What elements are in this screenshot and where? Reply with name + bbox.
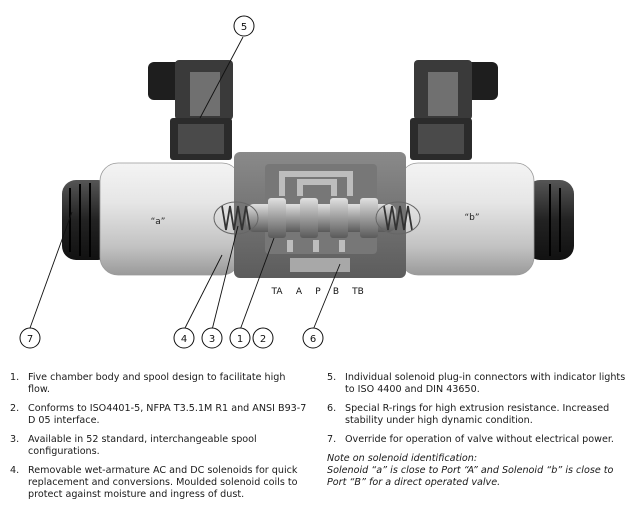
- feature-number: 3.: [10, 434, 20, 445]
- feature-text: Available in 52 standard, interchangeabl…: [28, 434, 257, 457]
- feature-text: Removable wet-armature AC and DC solenoi…: [28, 465, 298, 500]
- feature-number: 5.: [327, 372, 337, 383]
- feature-number: 2.: [10, 403, 20, 414]
- override-cap-left: [62, 180, 112, 260]
- svg-text:6: 6: [310, 334, 316, 345]
- feature-item-1: 1. Five chamber body and spool design to…: [10, 372, 310, 396]
- feature-text: Special R-rings for high extrusion resis…: [345, 403, 610, 426]
- valve-diagram: “a” “b” TA A P B TB 5 7 4 3 1 2 6: [19, 15, 574, 349]
- solenoid-a-label: “a”: [151, 217, 166, 227]
- svg-text:2: 2: [260, 334, 266, 345]
- feature-item-7: 7. Override for operation of valve witho…: [327, 434, 634, 446]
- port-label-a: A: [296, 287, 303, 297]
- spool: [246, 198, 396, 238]
- port-label-tb: TB: [351, 287, 364, 297]
- callout-3: 3: [201, 327, 223, 349]
- feature-item-4: 4. Removable wet-armature AC and DC sole…: [10, 465, 310, 501]
- feature-number: 1.: [10, 372, 20, 383]
- port-label-b: B: [333, 287, 339, 297]
- spring-right: [375, 201, 421, 235]
- feature-item-6: 6. Special R-rings for high extrusion re…: [327, 403, 634, 427]
- solenoid-a: [99, 162, 241, 276]
- callout-5: 5: [233, 15, 255, 37]
- feature-item-5: 5. Individual solenoid plug-in connector…: [327, 372, 634, 396]
- svg-text:5: 5: [241, 22, 247, 33]
- feature-number: 6.: [327, 403, 337, 414]
- override-cap-right: [526, 180, 574, 260]
- feature-number: 7.: [327, 434, 337, 445]
- port-label-ta: TA: [271, 287, 284, 297]
- feature-text: Five chamber body and spool design to fa…: [28, 372, 286, 395]
- feature-text: Override for operation of valve without …: [345, 434, 614, 445]
- callout-1: 1: [229, 327, 251, 349]
- feature-list: 1. Five chamber body and spool design to…: [0, 372, 637, 522]
- feature-text: Individual solenoid plug-in connectors w…: [345, 372, 626, 395]
- callout-4: 4: [173, 327, 195, 349]
- feature-item-3: 3. Available in 52 standard, interchange…: [10, 434, 310, 458]
- feature-item-2: 2. Conforms to ISO4401-5, NFPA T3.5.1M R…: [10, 403, 310, 427]
- svg-text:1: 1: [237, 334, 243, 345]
- solenoid-note: Note on solenoid identification: Solenoi…: [327, 453, 634, 489]
- feature-column-left: 1. Five chamber body and spool design to…: [10, 372, 310, 508]
- port-label-p: P: [315, 287, 321, 297]
- callout-6: 6: [302, 327, 324, 349]
- connector-left: [148, 60, 233, 160]
- svg-text:7: 7: [27, 334, 33, 345]
- connector-right: [410, 60, 498, 160]
- leader-lines: [29, 36, 341, 331]
- feature-number: 4.: [10, 465, 20, 476]
- svg-text:3: 3: [209, 334, 215, 345]
- solenoid-b-label: “b”: [464, 213, 479, 223]
- callout-7: 7: [19, 327, 41, 349]
- note-title: Note on solenoid identification:: [327, 453, 478, 464]
- feature-column-right: 5. Individual solenoid plug-in connector…: [327, 372, 634, 489]
- note-body: Solenoid “a” is close to Port “A” and So…: [327, 465, 614, 488]
- callout-2: 2: [252, 327, 274, 349]
- feature-text: Conforms to ISO4401-5, NFPA T3.5.1M R1 a…: [28, 403, 307, 426]
- svg-text:4: 4: [181, 334, 187, 345]
